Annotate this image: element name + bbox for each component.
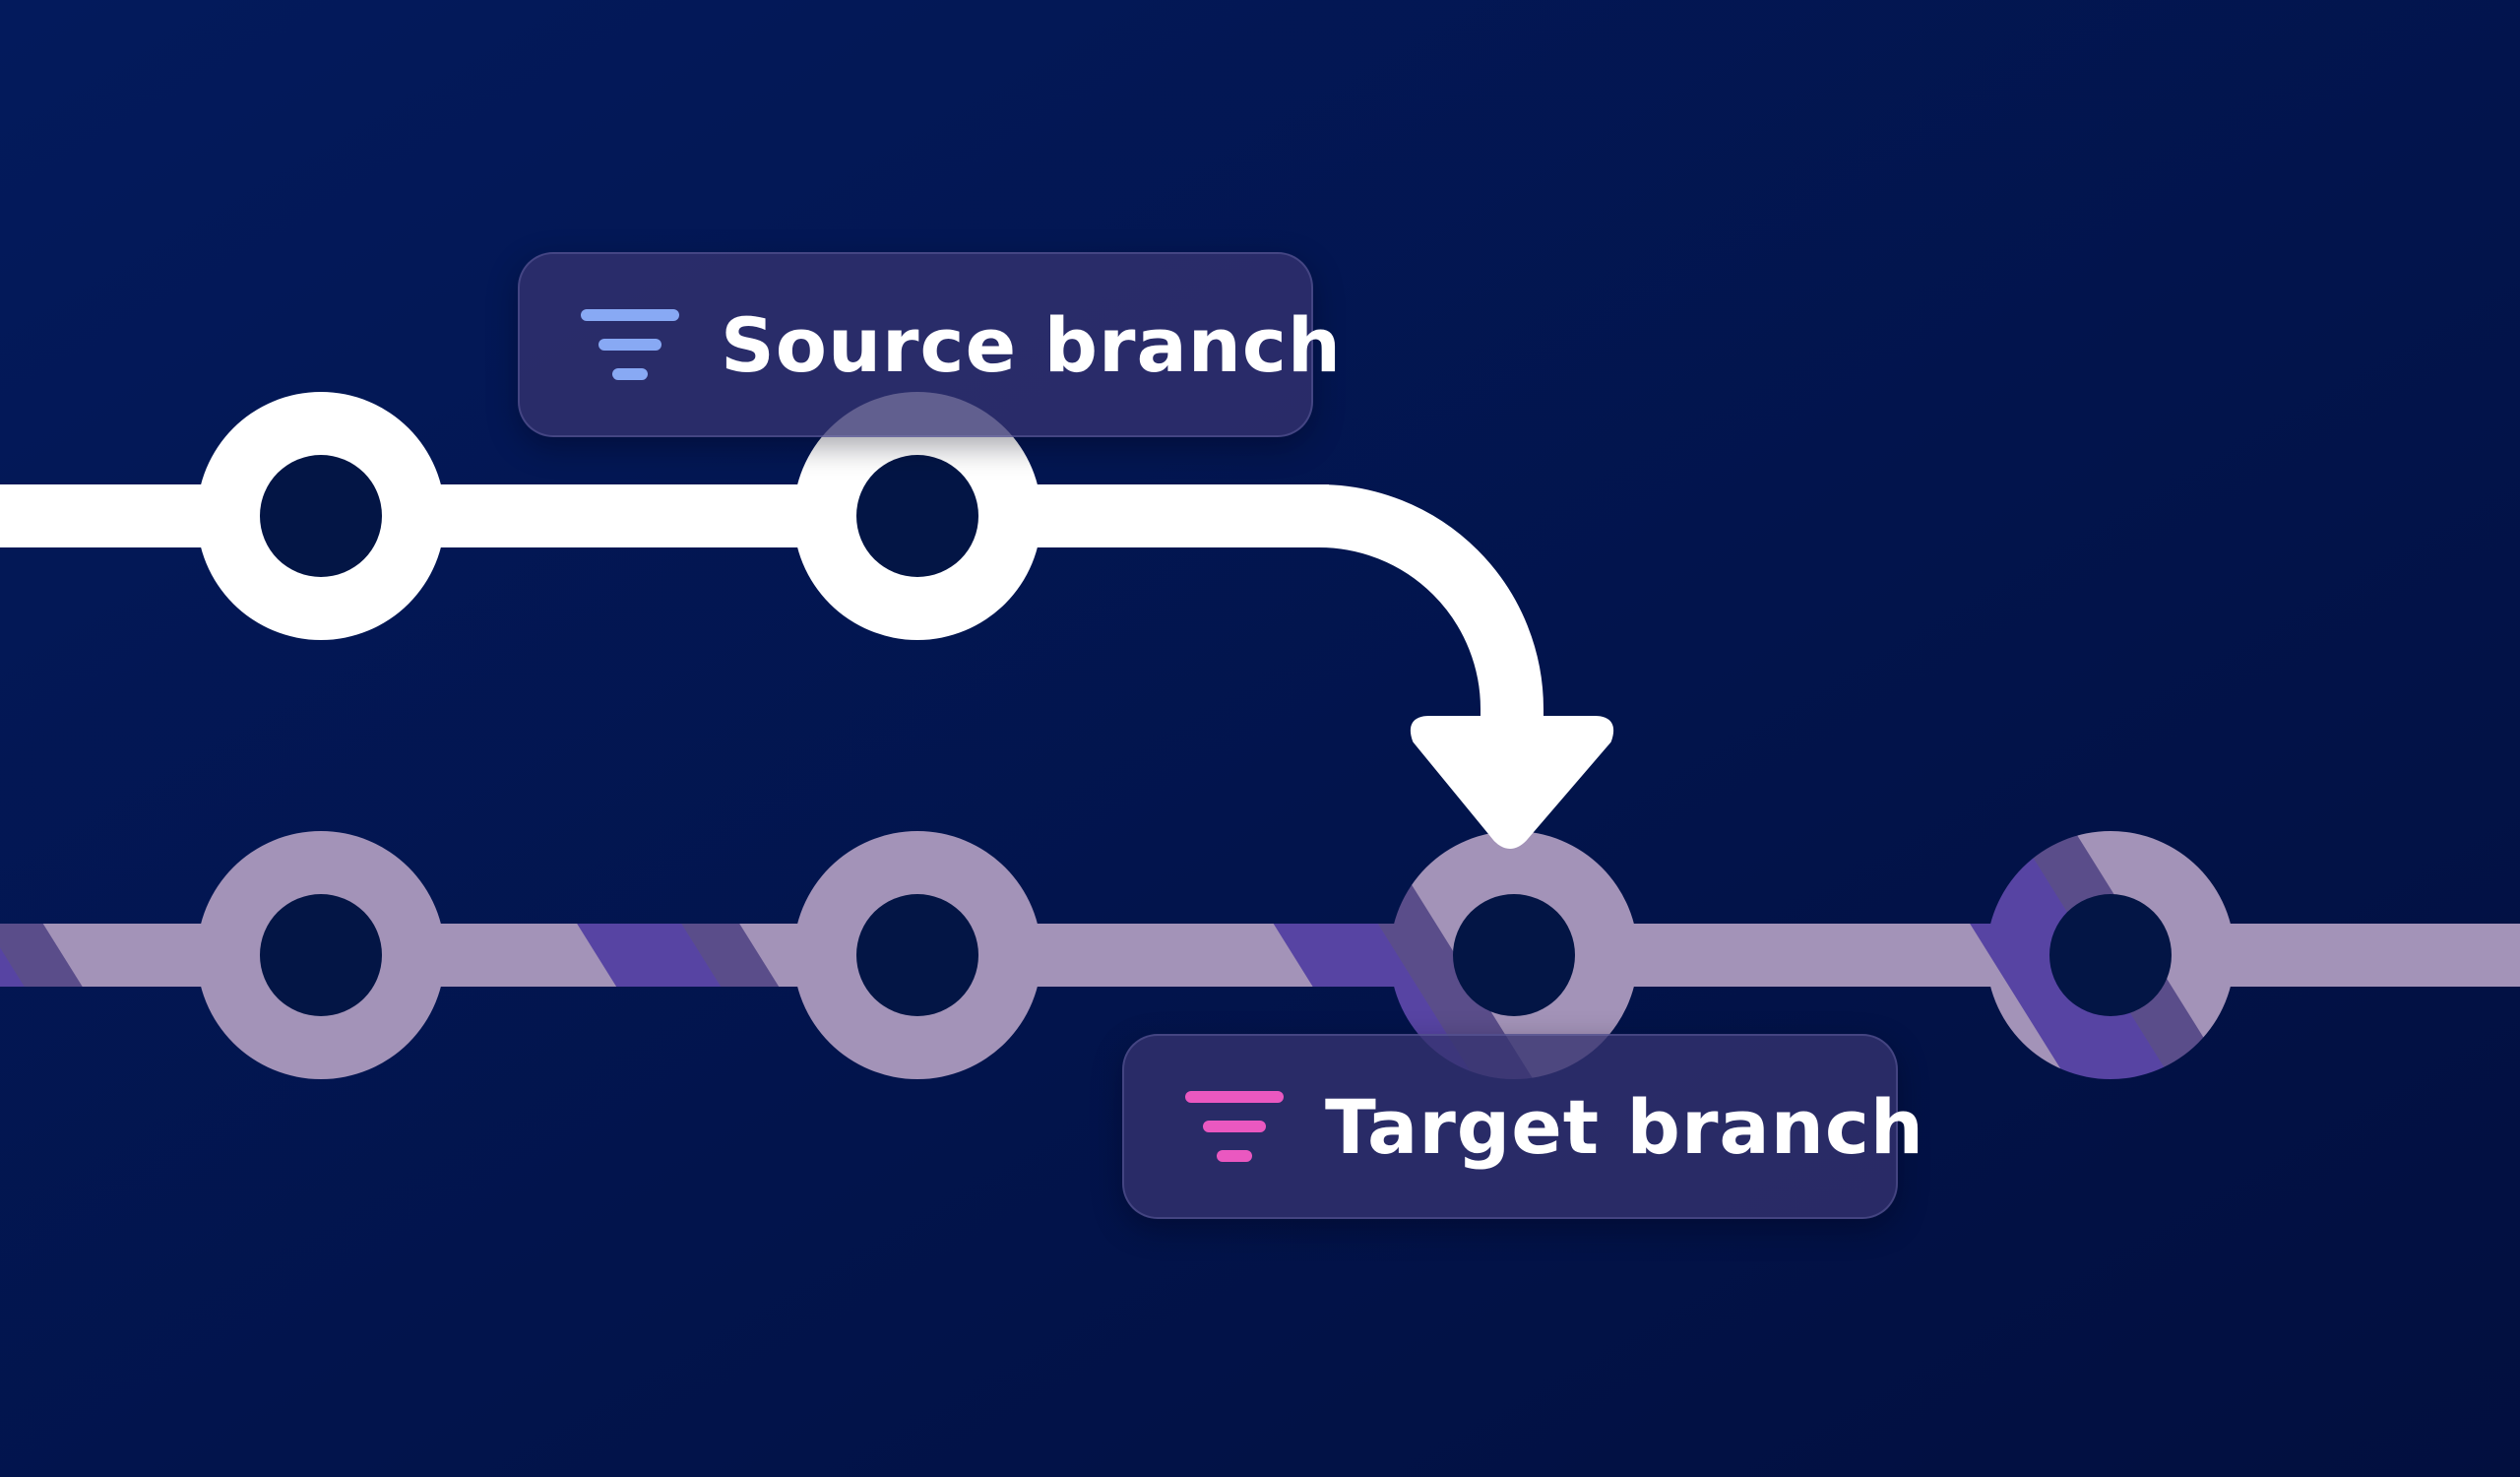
source-commit-hole — [260, 455, 382, 577]
source-branch-label: Source branch — [721, 300, 1343, 389]
merge-arrow-head — [1410, 716, 1614, 849]
target-branch-filter-icon — [1185, 1091, 1284, 1162]
merge-arrow — [1318, 484, 1614, 849]
target-commit-hole — [1453, 894, 1575, 1016]
target-branch-label: Target branch — [1325, 1082, 1924, 1171]
source-branch-label-card: Source branch — [518, 252, 1341, 437]
merge-curve — [1318, 484, 1544, 758]
target-commit-hole — [2049, 894, 2172, 1016]
target-branch-line — [0, 831, 2520, 1079]
source-commit-hole — [856, 455, 978, 577]
target-branch-label-card: Target branch — [1122, 1034, 1923, 1219]
source-branch-filter-icon — [581, 309, 679, 380]
target-commit-hole — [260, 894, 382, 1016]
target-commit-hole — [856, 894, 978, 1016]
source-branch-line — [0, 392, 1329, 640]
